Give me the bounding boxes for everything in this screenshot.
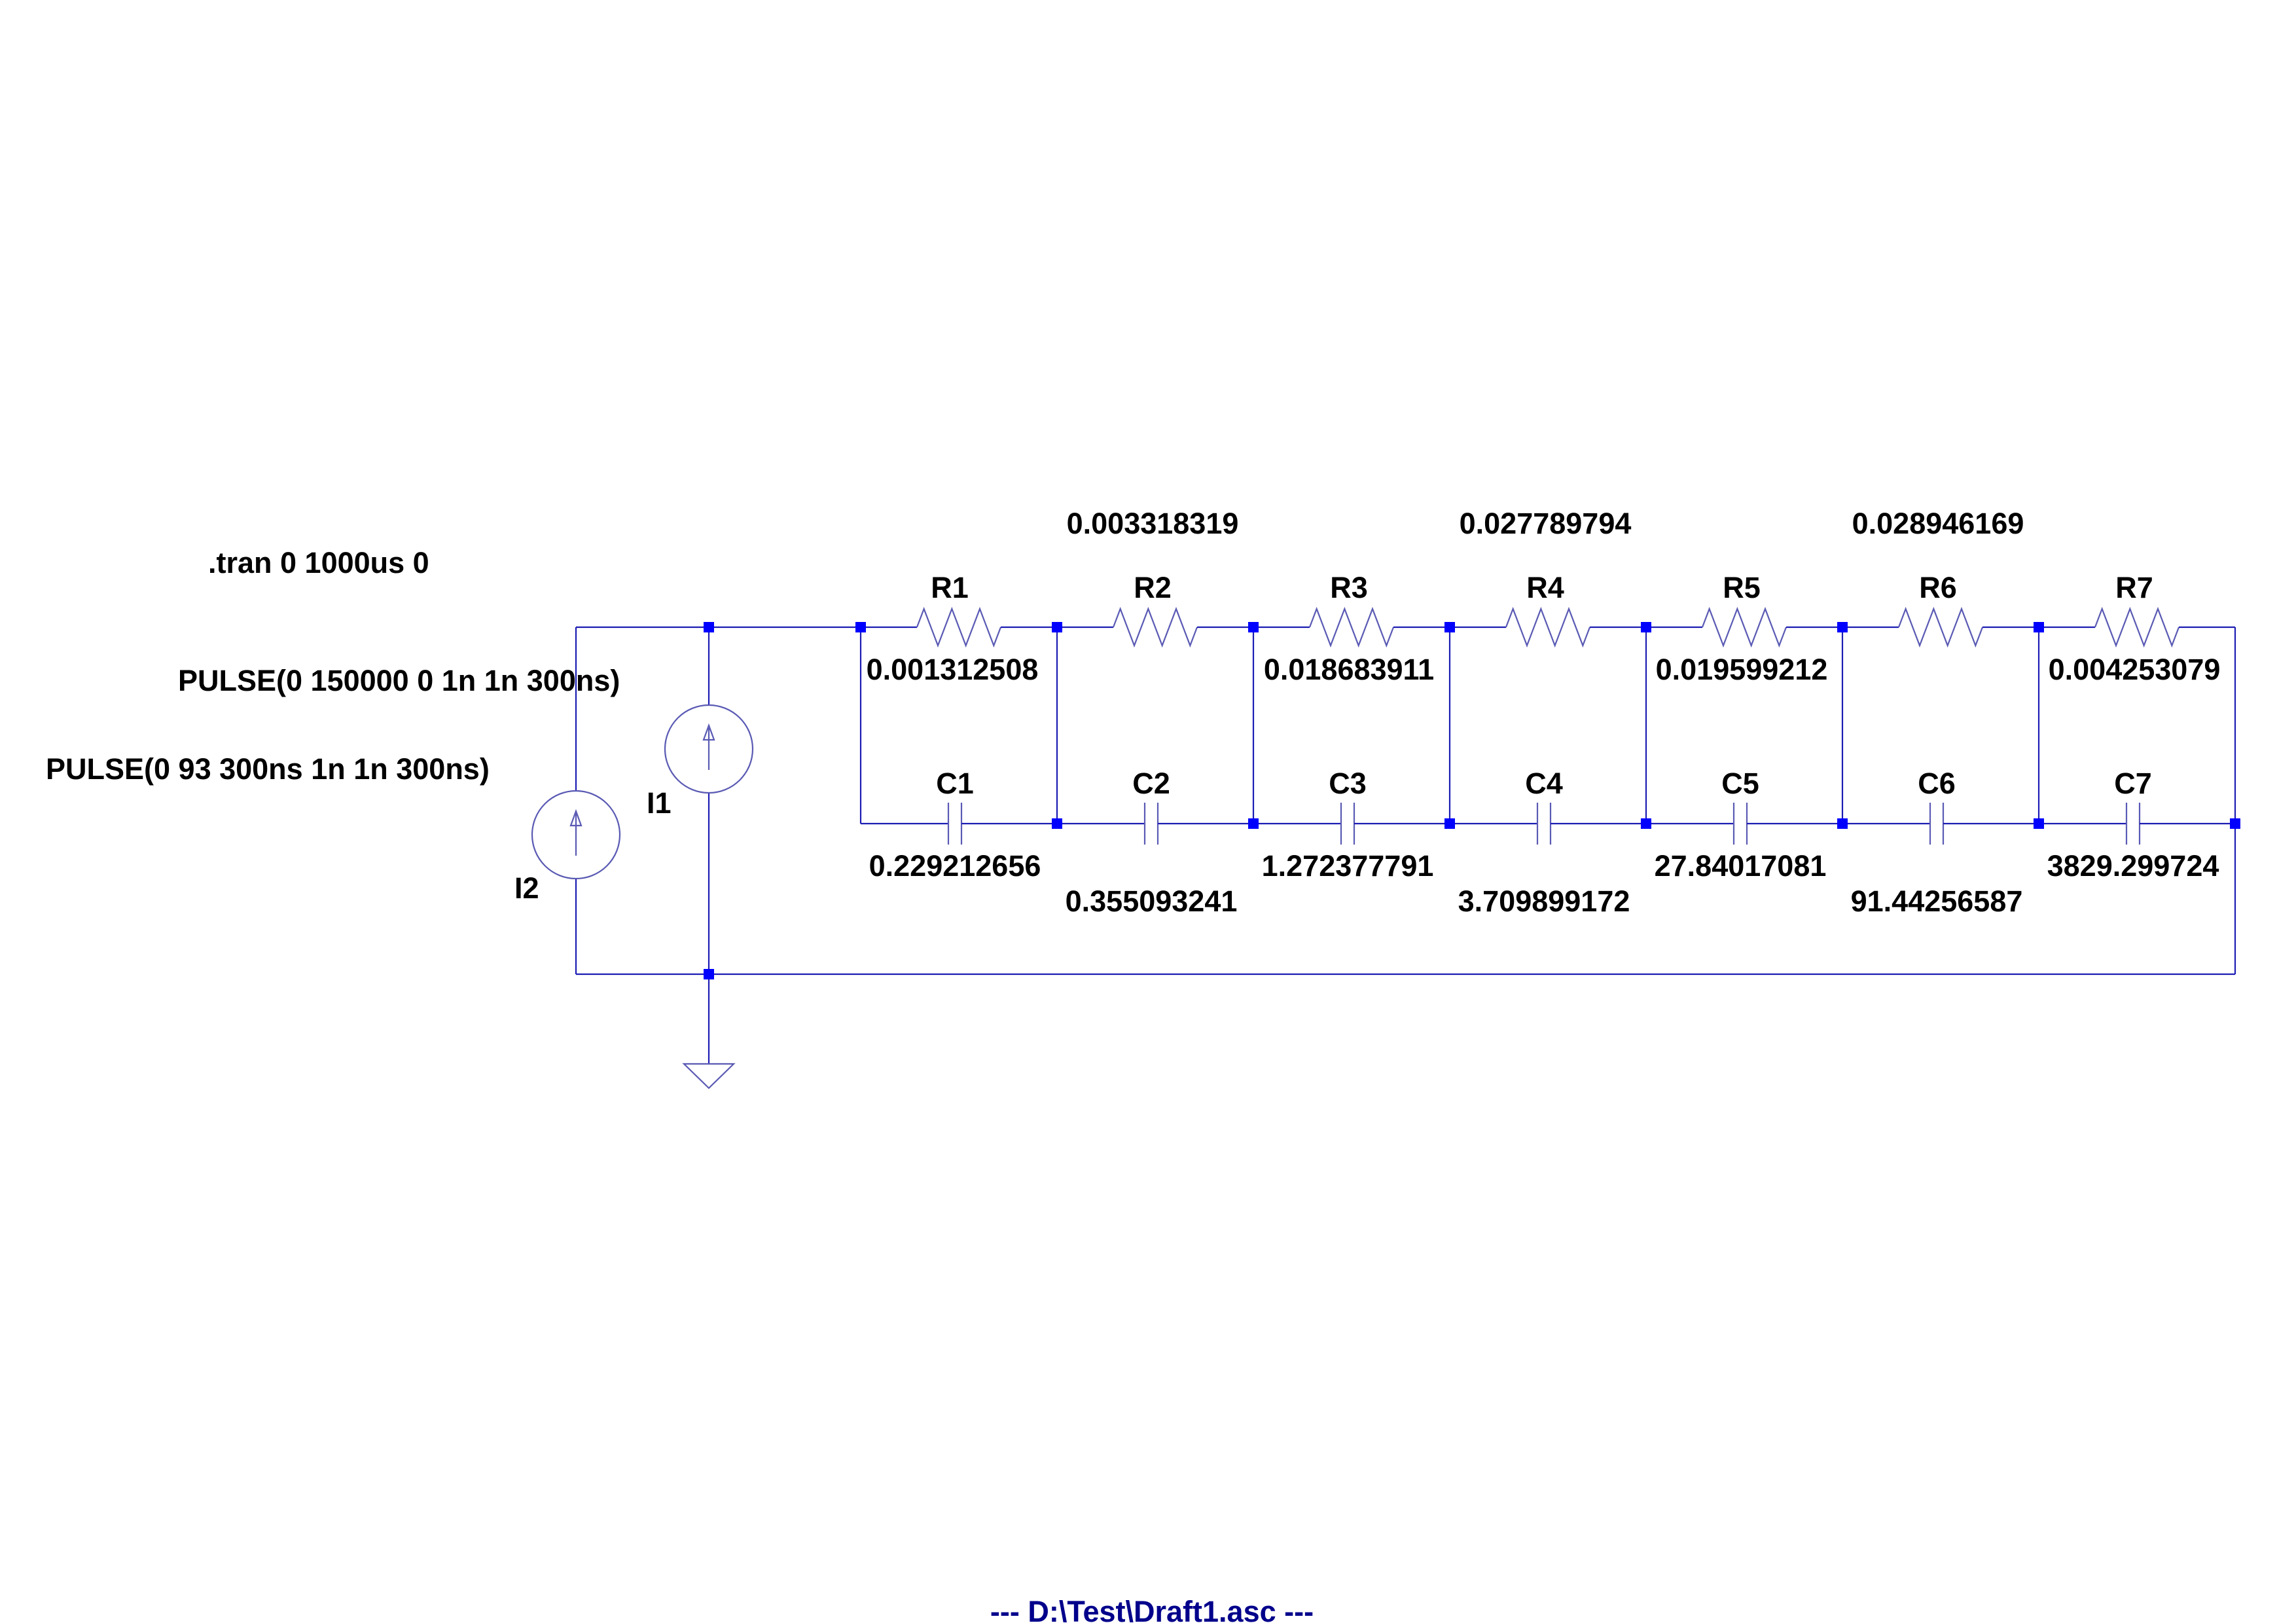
junction-node [704,622,714,632]
junction-node [1248,818,1259,829]
current-source-i1[interactable] [664,704,754,794]
resistor-r4[interactable] [1450,606,1646,648]
resistor-ref-label: R3 [1330,571,1368,604]
spice-directive: .tran 0 1000us 0 [208,546,429,579]
resistor-r2[interactable] [1057,606,1253,648]
i1-ref-label: I1 [647,786,672,820]
capacitor-value-label: 1.272377791 [1262,849,1434,883]
capacitor-ref-label: C4 [1525,767,1563,800]
capacitor-ref-label: C7 [2114,767,2152,800]
resistor-r6[interactable] [1842,606,2039,648]
junction-node [855,622,866,632]
resistor-r1[interactable] [861,606,1057,648]
capacitor-ref-label: C5 [1721,767,1759,800]
capacitor-c5[interactable] [1646,803,1842,845]
junction-node [1641,818,1651,829]
capacitor-c4[interactable] [1450,803,1646,845]
resistor-ref-label: R6 [1919,571,1957,604]
resistor-value-label: 0.027789794 [1460,507,1632,540]
capacitor-value-label: 3.709899172 [1458,884,1630,918]
capacitor-c6[interactable] [1842,803,2039,845]
capacitor-c2[interactable] [1057,803,1253,845]
junction-node [704,969,714,979]
junction-node [1444,818,1455,829]
junction-node [1248,622,1259,632]
junction-node [2034,622,2044,632]
resistor-value-label: 0.028946169 [1852,507,2024,540]
junction-node [1052,818,1062,829]
wires [575,626,2236,1064]
capacitor-value-label: 3829.299724 [2047,849,2219,883]
rc-ladder [861,606,2235,845]
i1-value-label: PULSE(0 150000 0 1n 1n 300ns) [178,664,620,697]
i2-ref-label: I2 [514,871,539,905]
capacitor-ref-label: C1 [936,767,974,800]
capacitor-c7[interactable] [2039,803,2235,845]
capacitor-value-label: 91.44256587 [1851,884,2023,918]
i2-value-label: PULSE(0 93 300ns 1n 1n 300ns) [46,752,490,786]
resistor-ref-label: R2 [1134,571,1172,604]
resistor-value-label: 0.001312508 [867,653,1039,686]
resistor-r5[interactable] [1646,606,1842,648]
capacitor-ref-label: C6 [1918,767,1956,800]
capacitor-ref-label: C2 [1132,767,1170,800]
junction-node [1641,622,1651,632]
capacitor-value-label: 0.229212656 [869,849,1041,883]
capacitor-c3[interactable] [1253,803,1450,845]
resistor-ref-label: R5 [1723,571,1761,604]
resistor-r3[interactable] [1253,606,1450,648]
junction-node [1052,622,1062,632]
current-source-i2[interactable] [531,790,621,880]
capacitor-value-label: 27.84017081 [1655,849,1827,883]
junction-nodes [1052,622,2044,829]
resistor-ref-label: R1 [931,571,969,604]
file-path-footer: --- D:\Test\Draft1.asc --- [990,1595,1314,1623]
capacitor-value-label: 0.355093241 [1066,884,1238,918]
resistor-value-label: 0.019599212 [1656,653,1828,686]
junction-node [1837,622,1848,632]
junction-node [2034,818,2044,829]
resistor-value-label: 0.018683911 [1264,653,1434,686]
resistor-value-label: 0.004253079 [2049,653,2221,686]
junction-node [1837,818,1848,829]
junction-node [1444,622,1455,632]
ground-icon [682,1063,736,1089]
resistor-ref-label: R4 [1526,571,1564,604]
resistor-r7[interactable] [2039,606,2235,648]
resistor-ref-label: R7 [2115,571,2153,604]
junction-node [2230,818,2240,829]
capacitor-c1[interactable] [861,803,1057,845]
capacitor-ref-label: C3 [1329,767,1367,800]
resistor-value-label: 0.003318319 [1067,507,1239,540]
